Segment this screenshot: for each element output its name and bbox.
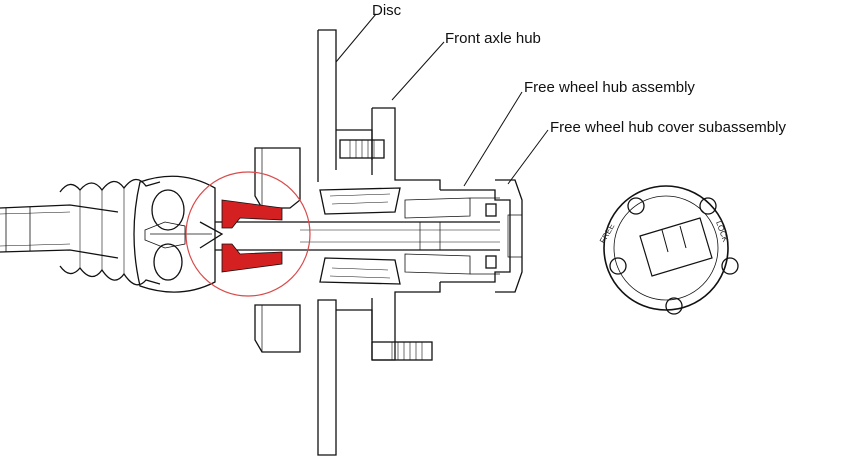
- bolt-icon: [665, 297, 683, 315]
- hub-cover-knob: FREE LOCK: [598, 185, 739, 315]
- free-wheel-hub-cover-label: Free wheel hub cover subassembly: [550, 119, 786, 136]
- lock-dial: [639, 217, 713, 277]
- oil-seal-highlight: [185, 171, 311, 297]
- cv-joint: [133, 175, 224, 293]
- cv-boot: [59, 178, 161, 286]
- free-wheel-hub-assembly: [440, 189, 511, 283]
- axle-shaft: [215, 221, 500, 251]
- axle-drawing: [0, 29, 523, 456]
- bolt-icon: [627, 197, 645, 215]
- free-wheel-hub-cover: [495, 179, 523, 293]
- disc-label: Disc: [372, 2, 402, 19]
- leader-lines: [335, 13, 549, 187]
- bolt-icon: [609, 257, 627, 275]
- front-axle-hub-label: Front axle hub: [445, 30, 541, 47]
- bolt-icon: [721, 257, 739, 275]
- brake-disc: [317, 29, 373, 456]
- steering-knuckle: [254, 147, 301, 353]
- wheel-bearings: [319, 187, 471, 285]
- bolt-icon: [699, 197, 717, 215]
- free-wheel-hub-assembly-label: Free wheel hub assembly: [524, 79, 695, 96]
- front-axle-hub: [371, 107, 441, 361]
- drive-shaft: [0, 204, 119, 259]
- wheel-studs: [339, 139, 433, 361]
